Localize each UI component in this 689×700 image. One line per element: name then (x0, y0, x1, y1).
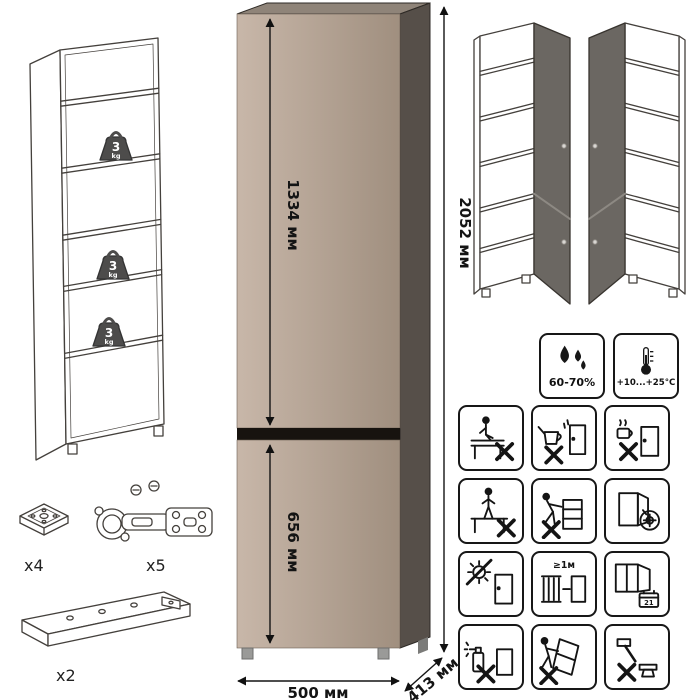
cabinet-side-panel (399, 2, 431, 649)
ventilate-room-icon: 21 (614, 563, 660, 608)
cabinet-foot (241, 647, 254, 660)
shelf-load-value: 3 (105, 326, 113, 340)
hinge-count-label: x5 (146, 556, 166, 575)
right-hinged-cabinet (588, 22, 686, 305)
shelf-load-unit: kg (105, 338, 114, 346)
no-hot-objects-icon (616, 419, 660, 462)
total-height-label: 2052 мм (456, 197, 474, 269)
no-tilting-while-moving-icon (539, 637, 580, 685)
shelf-load-unit: kg (112, 152, 121, 160)
thermometer-icon (641, 346, 654, 375)
left-hinged-cabinet (473, 22, 571, 305)
climate-specs: 60-70% +10...+25°С (539, 333, 679, 399)
hinge-adjustment-icon (618, 492, 660, 531)
hinge-icon (94, 480, 213, 542)
cabinet-upper-door (236, 13, 401, 429)
open-door-panel (533, 22, 571, 305)
care-warning-pictograms: ≥1м 21 (458, 405, 670, 690)
foot-icon (19, 503, 69, 536)
pictogram-no-pouring-liquids (531, 405, 597, 471)
pictogram-no-tilting-while-moving (531, 624, 597, 690)
pictogram-hinge-adjustment (604, 478, 670, 544)
lower-door-height-label: 656 мм (284, 511, 302, 572)
open-door-cabinet-views (470, 6, 689, 328)
width-label: 500 мм (287, 684, 348, 700)
cabinet-render-with-dimensions: 1334 мм 656 мм 2052 мм 500 мм 413 мм (230, 0, 480, 700)
upper-door-height-label: 1334 мм (284, 179, 302, 251)
no-sitting-icon (470, 416, 515, 462)
depth-label: 413 мм (404, 654, 462, 700)
keep-distance-from-heaters-icon: ≥1м (541, 560, 587, 603)
min-distance-label: ≥1м (553, 560, 575, 571)
shelf-load-weight-icon: 3 kg (92, 317, 126, 347)
pictogram-no-hot-objects (604, 405, 670, 471)
no-standing-icon (470, 487, 516, 538)
shelf-load-weight-icon: 3 kg (96, 250, 130, 280)
shelf-load-unit: kg (109, 271, 118, 279)
pictogram-no-dragging (531, 478, 597, 544)
calendar-day-label: 21 (644, 599, 654, 607)
temperature-spec-box: +10...+25°С (613, 333, 679, 399)
cabinet-lower-door (236, 439, 401, 649)
pictogram-ventilate-room: 21 (604, 551, 670, 617)
cabinet-carcass-wireframe: 3 kg 3 kg 3 kg (8, 30, 218, 466)
pictogram-keep-distance-from-heaters: ≥1м (531, 551, 597, 617)
open-door-panel (588, 22, 626, 305)
no-hammering-icon (616, 638, 658, 682)
humidity-drops-icon (560, 345, 586, 370)
plinth-hardware-drawing (14, 580, 204, 676)
dimension-arrows (237, 6, 449, 692)
foot-count-label: x4 (24, 556, 44, 575)
no-dragging-icon (541, 492, 583, 539)
pictogram-no-hammering (604, 624, 670, 690)
humidity-range-label: 60-70% (548, 376, 596, 389)
plinth-count-label: x2 (56, 666, 76, 685)
foot-hardware-drawing (12, 490, 76, 558)
pictogram-no-sitting (458, 405, 524, 471)
carcass-drawing: 3 kg 3 kg 3 kg (29, 37, 165, 461)
cabinet-foot (377, 647, 390, 660)
hinge-hardware-drawing (88, 478, 218, 562)
pictogram-no-standing (458, 478, 524, 544)
shelf-load-value: 3 (109, 259, 117, 273)
cabinet-top-face (236, 2, 431, 15)
pictogram-no-aggressive-cleaners (458, 624, 524, 690)
shelf-load-value: 3 (112, 140, 120, 154)
cabinet-render: 1334 мм 656 мм 2052 мм 500 мм 413 мм (236, 2, 474, 700)
pictogram-avoid-direct-sunlight (458, 551, 524, 617)
no-aggressive-cleaners-icon (463, 641, 514, 684)
shelf-load-weight-icon: 3 kg (99, 131, 133, 161)
open-door-views-drawing (473, 22, 686, 305)
door-gap-handle (237, 428, 400, 440)
temperature-range-label: +10...+25°С (616, 377, 676, 388)
plinth-panel-icon (21, 591, 191, 647)
no-pouring-liquids-icon (537, 419, 587, 465)
cabinet-foot (418, 637, 428, 654)
humidity-spec-box: 60-70% (539, 333, 605, 399)
avoid-direct-sunlight-icon (465, 558, 514, 605)
